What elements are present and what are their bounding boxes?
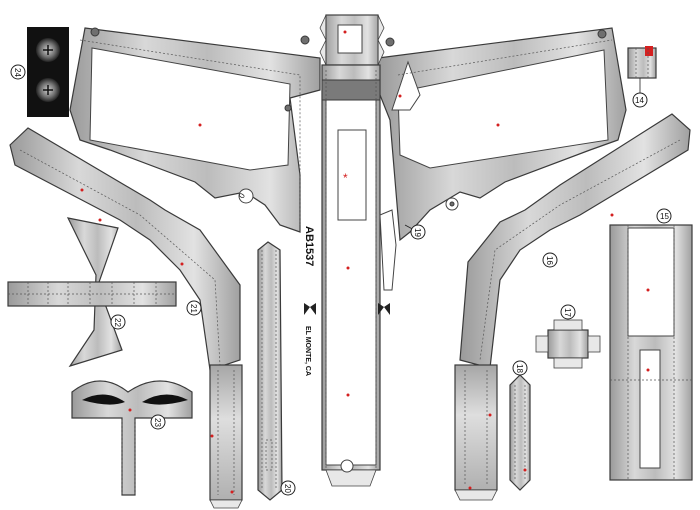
glue-registration-marks: [80, 30, 650, 494]
part-15-grip-panel: 15: [609, 208, 693, 481]
part-23-hammer: 23: [71, 380, 193, 496]
part-number-16: 16: [545, 256, 554, 265]
part-17-box: 17: [535, 304, 601, 369]
part-number-20: 20: [283, 484, 292, 493]
part-16-arm: 16: [454, 113, 691, 501]
part-number-14: 14: [635, 96, 644, 105]
frame-left-wing: 0: [69, 27, 321, 233]
svg-text:0: 0: [237, 191, 247, 200]
part-21-arm: 21: [9, 127, 243, 509]
part-number-19: 19: [413, 228, 422, 237]
part-number-18: 18: [515, 364, 524, 373]
sigma-logo-icon: [304, 303, 390, 315]
part-22-trigger: 22: [7, 217, 177, 368]
part-number-17: 17: [563, 308, 572, 317]
maker-city-stamp: EL MONTE, CA: [304, 326, 311, 376]
part-number-22: 22: [113, 318, 122, 327]
part-14: 14: [627, 46, 657, 108]
part-19-label: 19: [404, 224, 426, 240]
part-number-21: 21: [189, 304, 198, 313]
part-number-24: 24: [13, 68, 22, 77]
part-20-guide-rod: 20: [257, 241, 296, 501]
frame-right-wing: [377, 27, 627, 242]
part-number-15: 15: [660, 212, 669, 221]
part-18-rod: 18: [509, 360, 531, 491]
part-24-grip-screws: 24: [10, 27, 69, 117]
svg-text:*: *: [343, 171, 348, 185]
slide-center-strip: *: [319, 14, 397, 487]
serial-number-stamp: AB1537: [303, 226, 315, 266]
part-number-23: 23: [153, 418, 162, 427]
